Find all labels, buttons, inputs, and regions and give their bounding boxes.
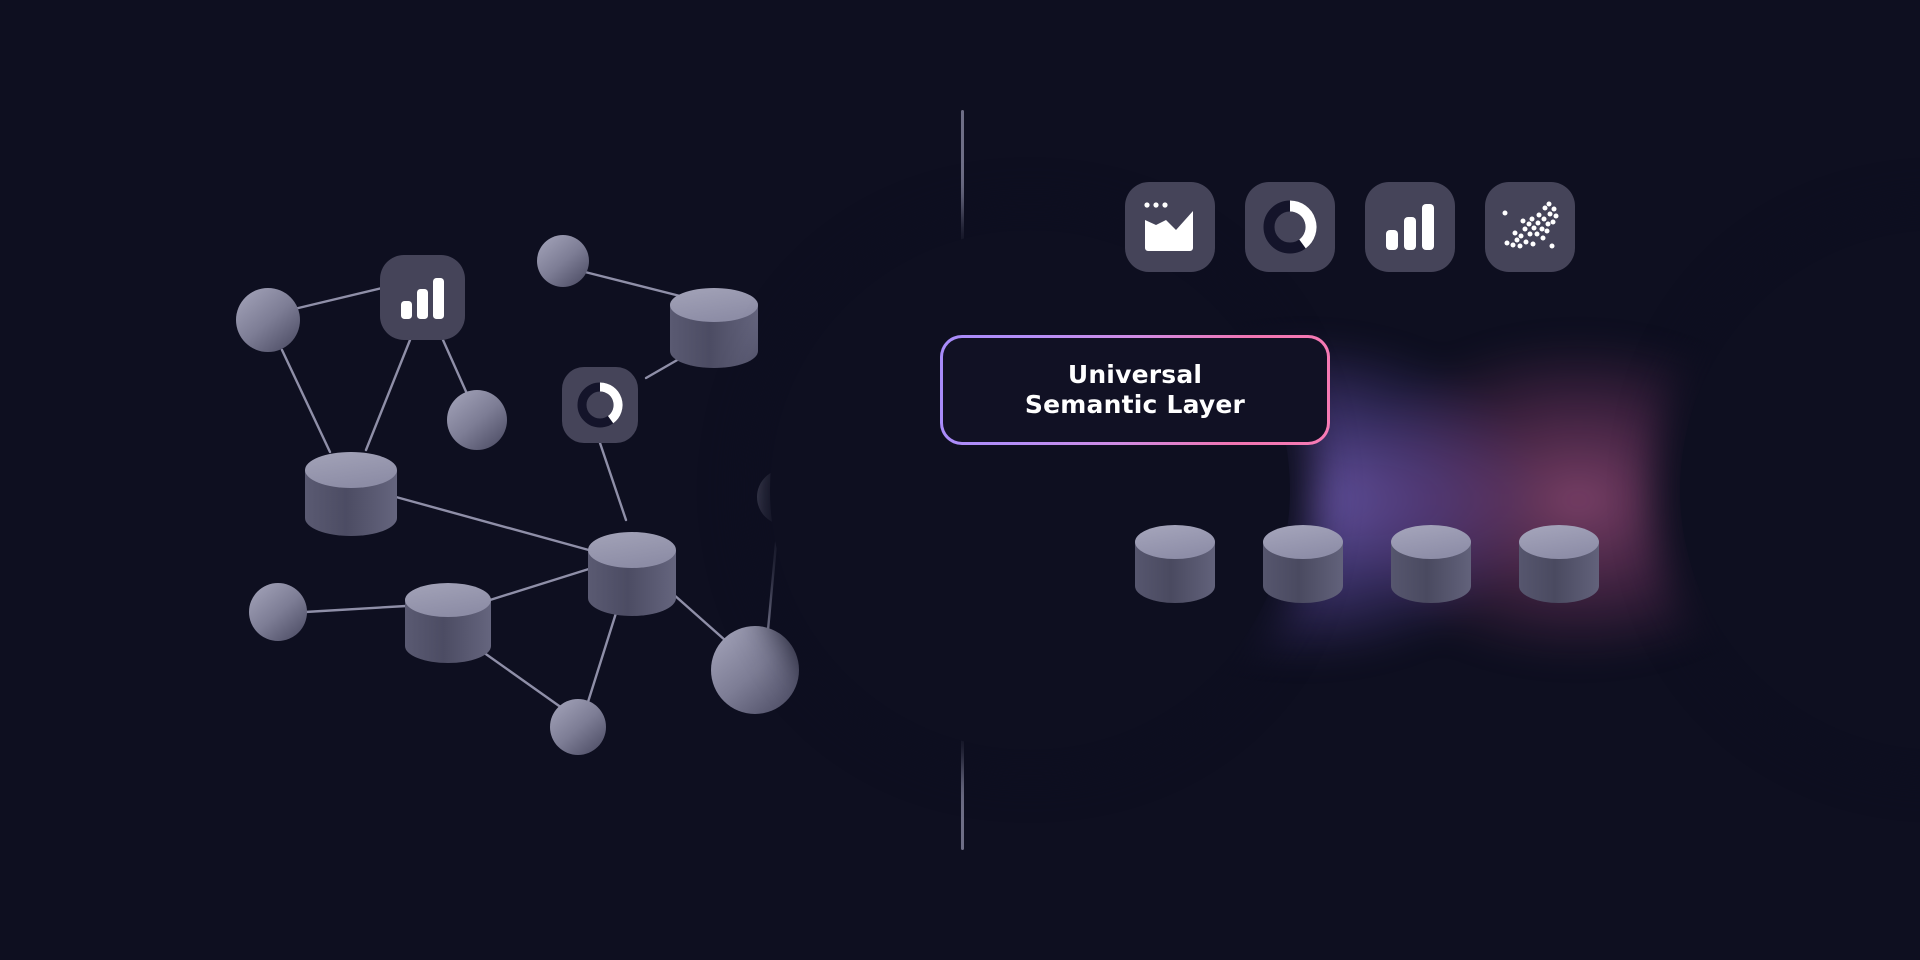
pill-line-1: Universal	[1067, 359, 1203, 389]
unified-semantic-layer-panel: Universal Semantic Layer	[770, 0, 1920, 960]
network-sphere	[711, 626, 799, 714]
network-sphere	[249, 583, 307, 641]
donut-chart-icon	[1263, 200, 1317, 254]
database-cylinder	[1135, 525, 1215, 603]
database-cylinder	[1519, 525, 1599, 603]
network-nodes	[236, 235, 813, 755]
scatter-plot-icon	[1502, 201, 1559, 249]
network-cylinder	[305, 452, 397, 536]
bi-tool-area-chart[interactable]	[1125, 182, 1215, 272]
network-cylinder	[588, 532, 676, 616]
area-chart-icon	[1144, 202, 1193, 251]
bi-tool-scatter-plot[interactable]	[1485, 182, 1575, 272]
network-sphere	[550, 699, 606, 755]
network-tool-donut-chart[interactable]	[562, 367, 638, 443]
donut-chart-icon	[577, 382, 623, 428]
universal-semantic-layer-pill[interactable]: Universal Semantic Layer	[940, 335, 1330, 445]
fragmented-network-panel	[236, 235, 813, 755]
pill-label-group: Universal Semantic Layer	[943, 338, 1327, 442]
network-sphere	[537, 235, 589, 287]
database-cylinder	[1263, 525, 1343, 603]
network-sphere	[236, 288, 300, 352]
bar-chart-icon	[1386, 204, 1434, 250]
glow-cutout-left	[770, 230, 1290, 750]
bi-tool-donut-chart[interactable]	[1245, 182, 1335, 272]
bi-tool-bar-chart[interactable]	[1365, 182, 1455, 272]
network-cylinder	[670, 288, 758, 368]
network-sphere	[447, 390, 507, 450]
database-cylinder	[1391, 525, 1471, 603]
network-tool-bar-chart[interactable]	[380, 255, 465, 340]
bar-chart-icon	[400, 277, 444, 319]
pill-line-2: Semantic Layer	[1024, 390, 1246, 419]
network-cylinder	[405, 583, 491, 663]
